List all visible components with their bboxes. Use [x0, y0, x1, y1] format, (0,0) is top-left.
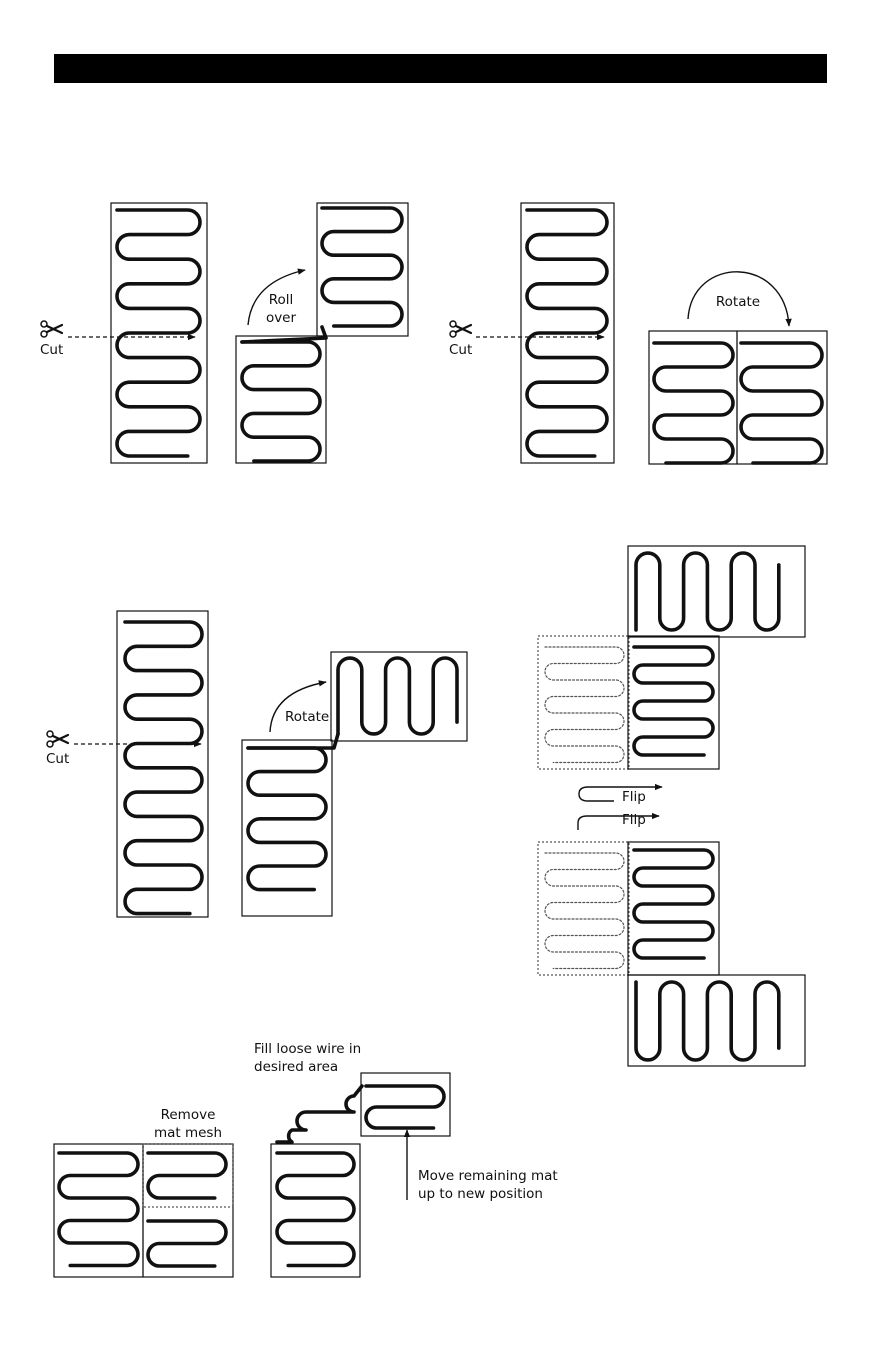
mat-6-bottom-wire: [248, 748, 326, 890]
cut-label-1: Cut: [40, 342, 63, 358]
fill-loose-label-line2: desired area: [254, 1059, 338, 1075]
rotate-label-2: Rotate: [285, 709, 329, 725]
mat-2-top: [317, 203, 408, 336]
flip-label-2: Flip: [622, 812, 646, 828]
mat-10-bottom: [271, 1144, 360, 1277]
mat-8-ghost: [538, 842, 629, 975]
mat-10-top-wire: [366, 1086, 444, 1128]
mat-6-link: [248, 734, 338, 748]
mat-10-loose-wire: [277, 1086, 362, 1142]
mat-9-right-bottom-wire: [148, 1221, 226, 1266]
mat-4-left-wire: [654, 343, 733, 463]
remove-label-line2: mat mesh: [154, 1125, 222, 1141]
mat-8-bottom-wire: [636, 982, 779, 1060]
mat-7-top-wire: [636, 553, 779, 630]
over-label: over: [266, 310, 297, 326]
mat-2-bottom-wire: [242, 342, 320, 461]
mat-8-top: [628, 842, 719, 975]
rotate-label-1: Rotate: [716, 294, 760, 310]
mat-6-top: [331, 652, 467, 741]
mat-3-wire: [527, 210, 607, 456]
fill-loose-label-line1: Fill loose wire in: [254, 1041, 361, 1057]
mat-4: [649, 331, 827, 464]
mat-9-right-top-wire: [148, 1153, 226, 1198]
mat-7-ghost: [538, 636, 629, 769]
mat-2-bottom: [236, 336, 326, 463]
mat-7-ghost-wire: [545, 647, 624, 763]
mat-7-bottom-wire: [634, 647, 713, 755]
roll-label: Roll: [269, 292, 294, 308]
move-label-line1: Move remaining mat: [418, 1168, 558, 1184]
mat-8-top-wire: [634, 850, 713, 958]
mat-2-top-wire: [322, 208, 402, 326]
cut-label-2: Cut: [449, 342, 472, 358]
mat-4-right-wire: [741, 343, 822, 463]
move-label-line2: up to new position: [418, 1186, 543, 1202]
mat-6-top-wire: [338, 658, 457, 734]
mat-9-left-wire: [59, 1153, 138, 1266]
mat-10-bottom-wire: [277, 1153, 354, 1266]
mat-5-wire: [125, 622, 202, 914]
flip-label-1: Flip: [622, 789, 646, 805]
remove-label-line1: Remove: [161, 1107, 216, 1123]
cut-label-3: Cut: [46, 751, 69, 767]
mat-2-link: [242, 327, 326, 342]
mat-8-ghost-wire: [545, 853, 624, 969]
mat-1-wire: [117, 210, 200, 456]
